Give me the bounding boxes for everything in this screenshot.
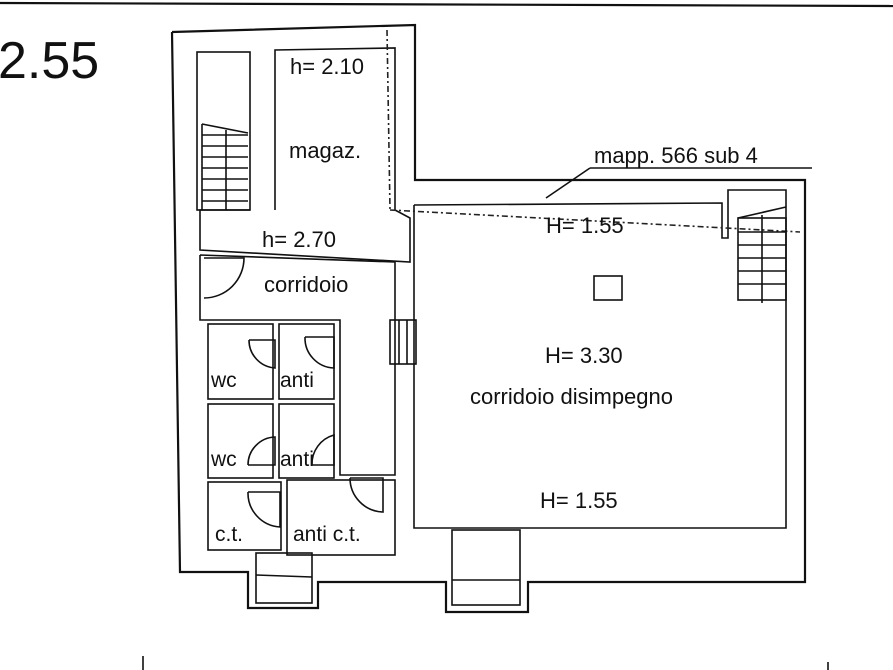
- door-swing-anti-ct-icon: [349, 477, 384, 513]
- hall-height-top: H= 1.55: [546, 213, 624, 238]
- parcel-leader-line: [545, 167, 591, 199]
- corridor-walls: [199, 254, 396, 476]
- door-swing-ct-icon: [247, 491, 281, 528]
- hall-height-max: H= 3.30: [545, 343, 623, 368]
- stair-shaft-left: [196, 51, 251, 211]
- sheet-top-border: [0, 1, 893, 8]
- door-swing-wc2-icon: [247, 436, 276, 466]
- hall-height-bottom: H= 1.55: [540, 488, 618, 513]
- anti-1-label: anti: [280, 369, 314, 392]
- door-swing-wc1-icon: [248, 339, 276, 369]
- pillar-icon: [593, 275, 623, 301]
- wc-1-label: wc: [210, 369, 237, 392]
- door-swing-corridor-icon: [203, 257, 245, 299]
- wc-1-room: [207, 323, 274, 400]
- stair-right-icon: [737, 206, 787, 303]
- entrance-step-right: [451, 529, 521, 606]
- magazine-dashed-line: [386, 29, 391, 211]
- anti-2-label: anti: [280, 448, 314, 471]
- passage-height: h= 2.70: [262, 227, 336, 252]
- anti-ct-room: [286, 479, 396, 556]
- entrance-step-left: [255, 552, 313, 604]
- outer-wall-left-block: [170, 23, 807, 614]
- main-hall-walls: [413, 189, 787, 529]
- door-swing-anti2-icon: [311, 433, 335, 466]
- parcel-label: mapp. 566 sub 4: [594, 143, 758, 168]
- magazine-walls: [199, 47, 411, 263]
- ct-label: c.t.: [215, 523, 243, 546]
- wc-2-label: wc: [210, 448, 237, 471]
- door-swing-anti1-icon: [304, 336, 335, 369]
- level-label: 2.55: [0, 32, 99, 90]
- window-icon: [389, 319, 417, 365]
- anti-ct-label: anti c.t.: [293, 523, 361, 546]
- corridor-label: corridoio: [264, 272, 348, 297]
- magazine-label: magaz.: [289, 138, 361, 163]
- stair-left-icon: [201, 123, 249, 210]
- wc-2-room: [207, 403, 274, 479]
- hall-label: corridoio disimpegno: [470, 384, 673, 409]
- height-dashed-line: [389, 209, 801, 233]
- ct-room: [207, 481, 282, 551]
- magazine-height: h= 2.10: [290, 54, 364, 79]
